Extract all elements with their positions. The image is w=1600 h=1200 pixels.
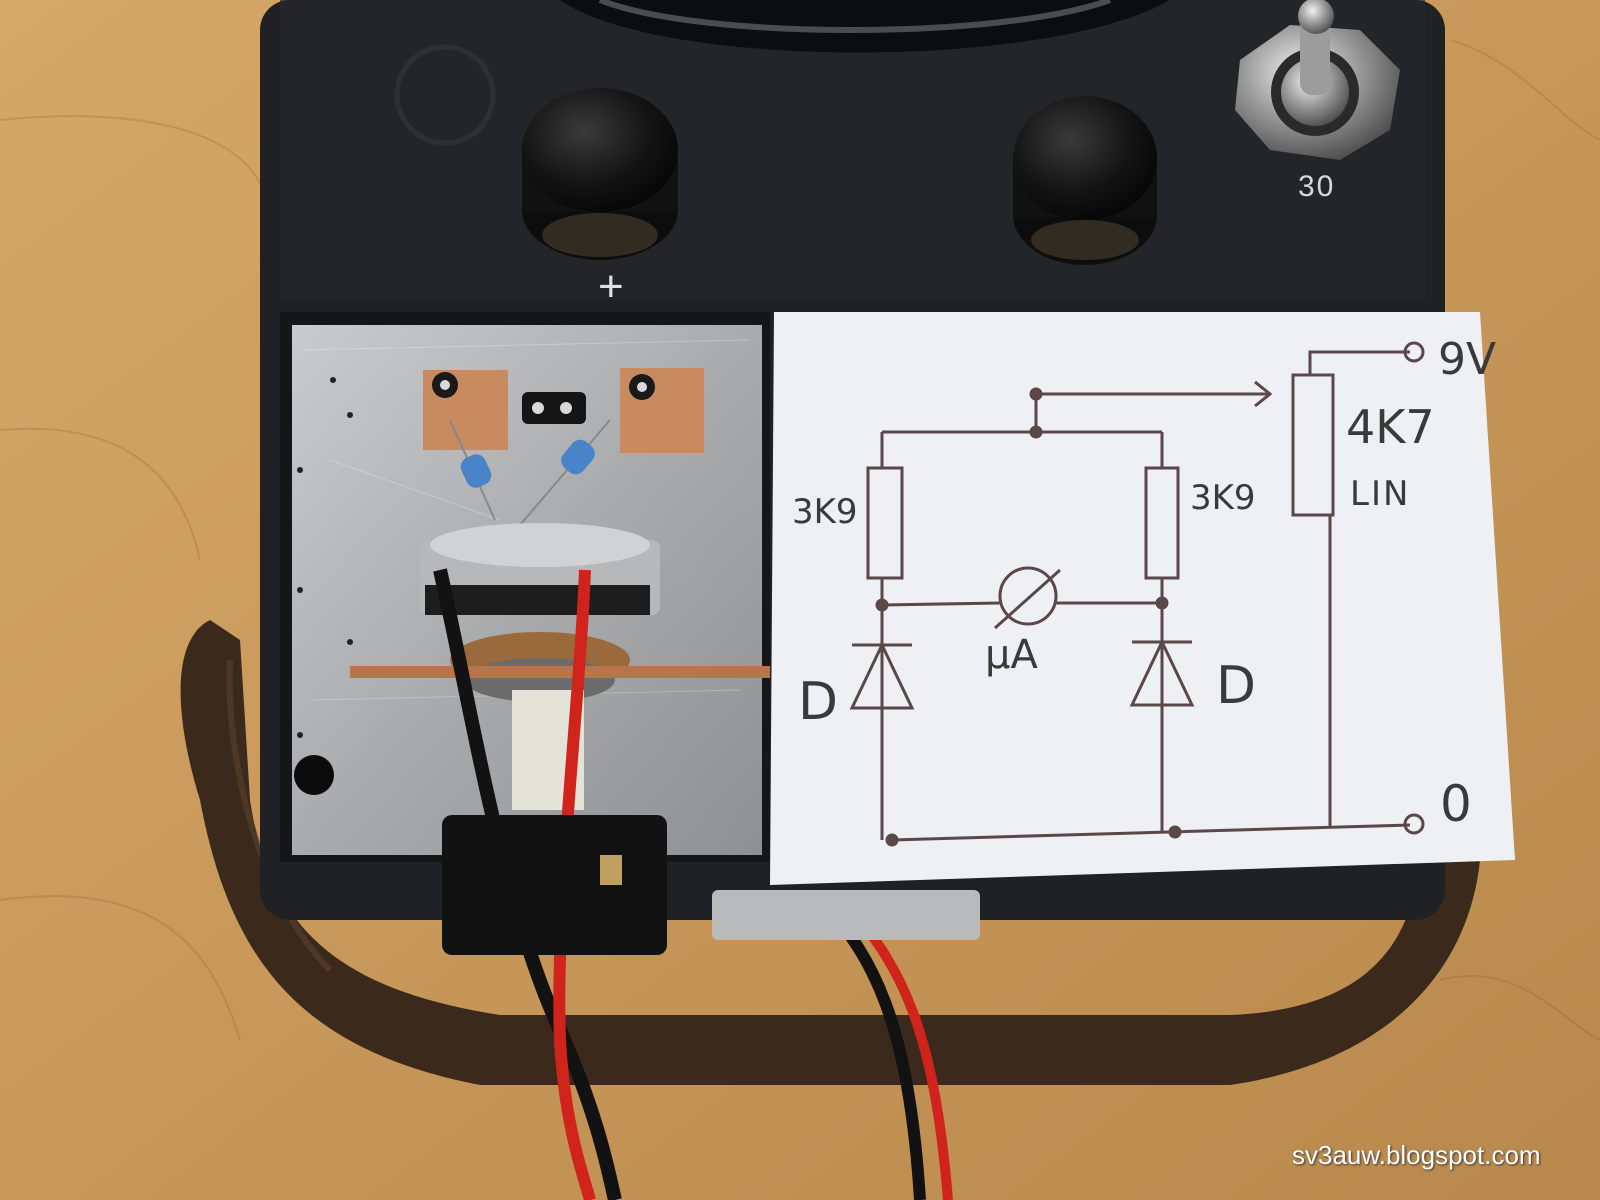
schematic-supply-label: 9V: [1438, 334, 1497, 385]
left-knob[interactable]: [522, 88, 678, 260]
red-wire: [553, 569, 596, 1200]
schematic-resistor-left-label: 3K9: [792, 492, 858, 532]
schematic-resistor-right-label: 3K9: [1190, 478, 1256, 518]
leather-handle: [180, 620, 1481, 1085]
socket-pair-middle: [522, 392, 586, 424]
resistor-left-component: [449, 419, 496, 521]
watermark-text: sv3auw.blogspot.com: [1292, 1140, 1541, 1170]
schematic-drawing: [849, 341, 1425, 847]
socket-pad-right: [620, 368, 704, 453]
connector-block: [442, 815, 667, 955]
schematic-pot-taper: LIN: [1350, 474, 1411, 514]
embossed-logo: [394, 44, 496, 146]
meter-window: [560, 0, 1170, 53]
schematic-pot-value: 4K7: [1346, 400, 1435, 454]
copper-rod: [350, 666, 770, 678]
metal-clip: [712, 890, 980, 940]
socket-pad-left: [423, 370, 508, 450]
panel-drill-marks: [297, 377, 353, 738]
schematic-ground-label: 0: [1440, 775, 1472, 833]
range-label: 30: [1298, 170, 1336, 203]
schematic-diode-right-label: D: [1216, 656, 1257, 716]
right-knob[interactable]: [1013, 96, 1157, 265]
schematic-diode-left-label: D: [798, 672, 839, 732]
plus-terminal-label: +: [598, 262, 624, 311]
resistor-right-component: [519, 419, 611, 526]
schematic-meter-label: µA: [985, 632, 1038, 678]
black-wire: [433, 568, 622, 1200]
panel-hole: [294, 755, 334, 795]
toggle-switch[interactable]: [1235, 0, 1400, 160]
